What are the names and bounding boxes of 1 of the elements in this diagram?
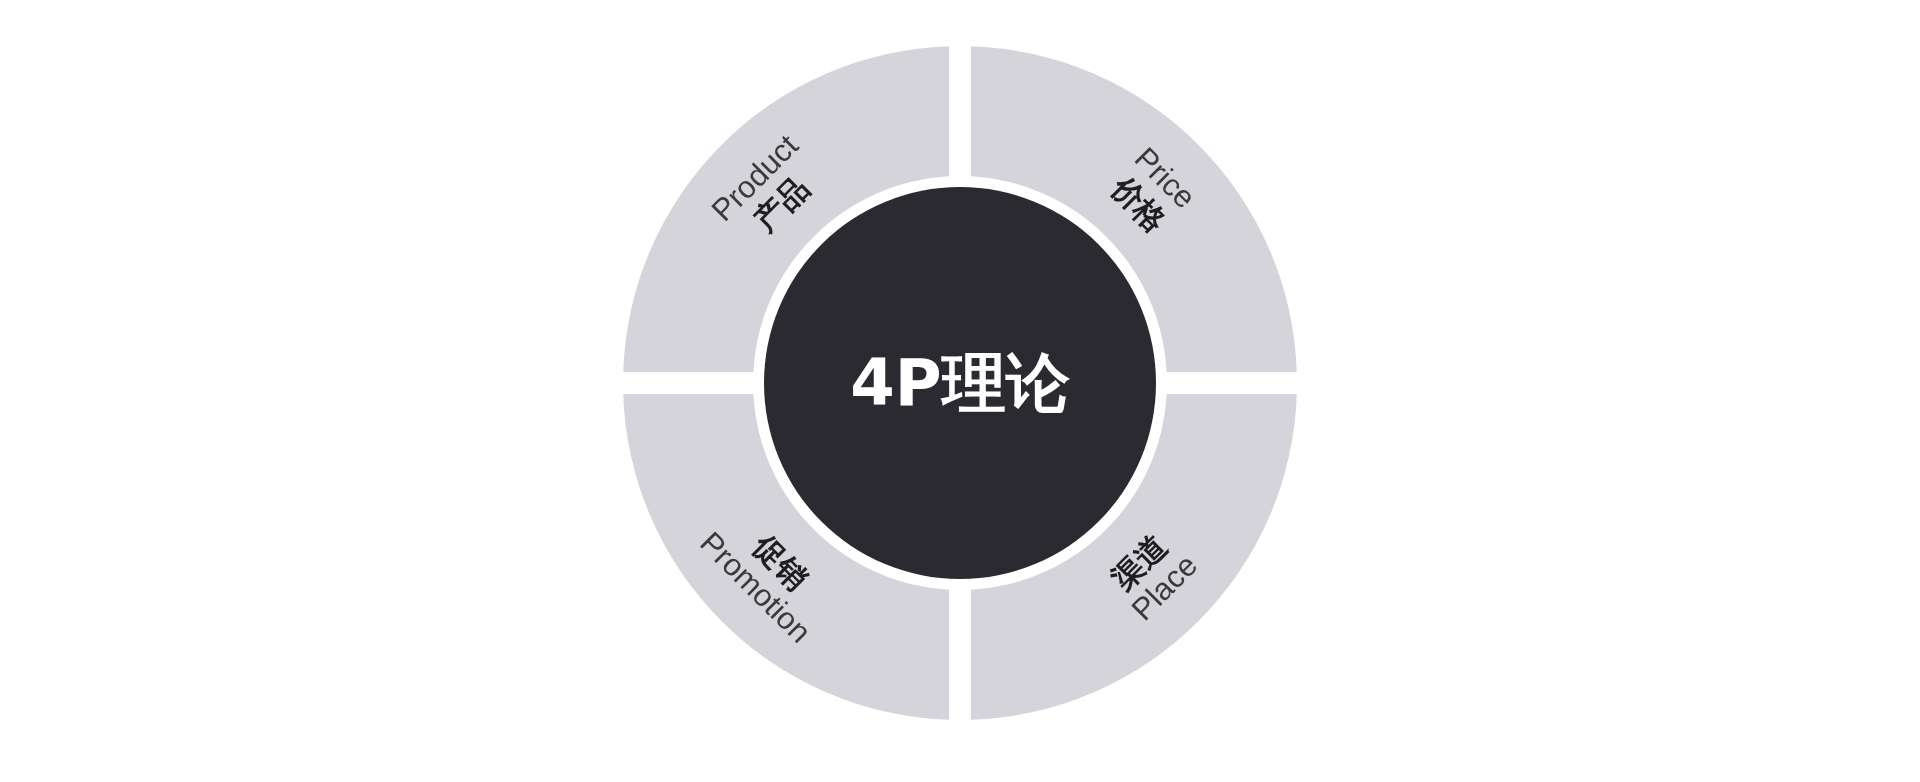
center-title: 4P理论: [850, 344, 1070, 422]
